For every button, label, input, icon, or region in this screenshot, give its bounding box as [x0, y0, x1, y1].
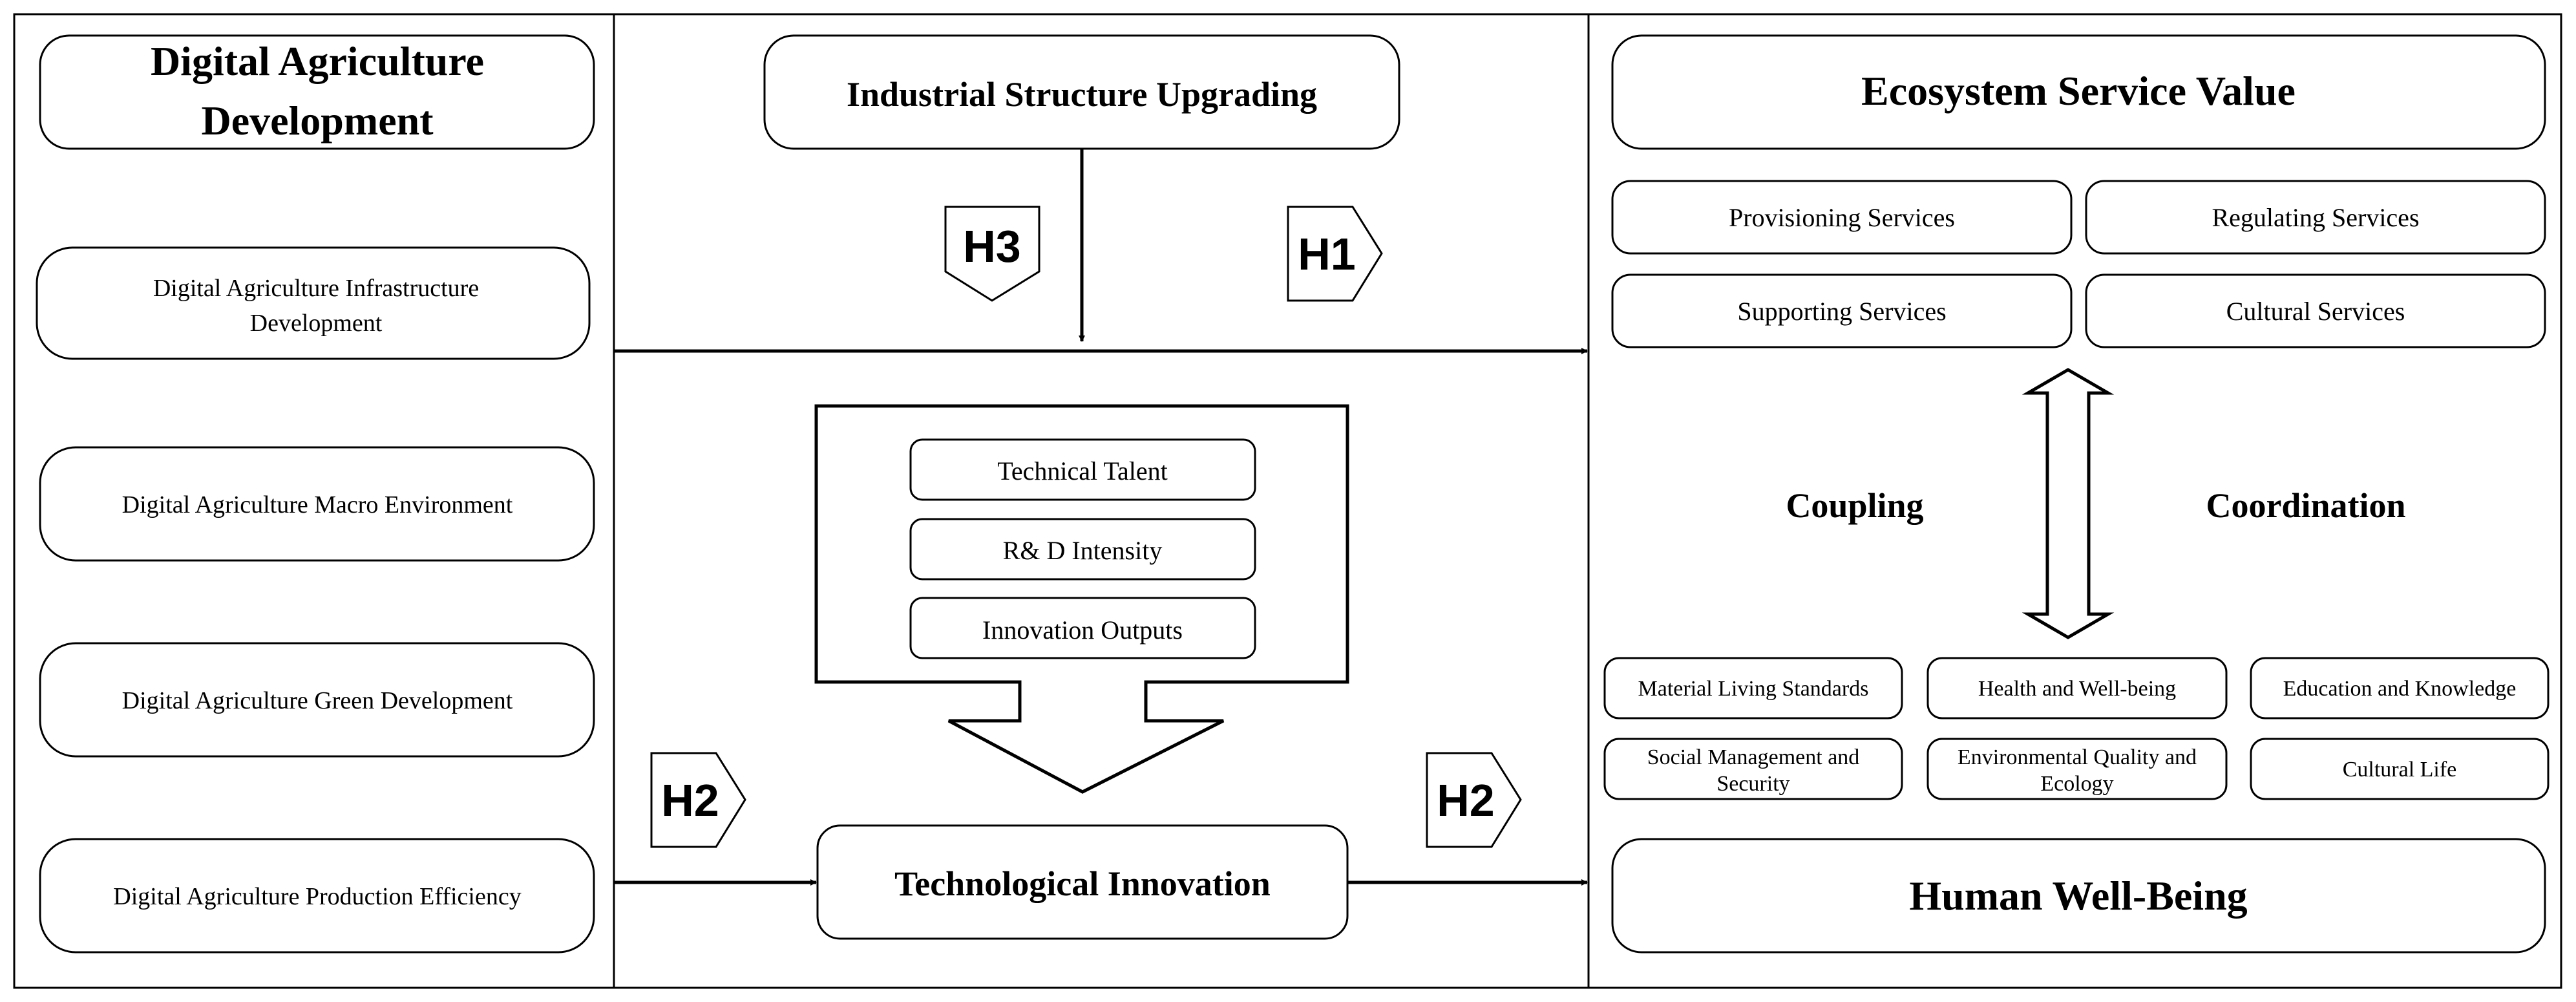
service-supporting: Supporting Services	[1611, 273, 2073, 348]
hwb-item-education: Education and Knowledge	[2250, 657, 2550, 720]
ecosystem-service-value-box: Ecosystem Service Value	[1611, 34, 2546, 150]
technological-innovation-box: Technological Innovation	[816, 824, 1349, 940]
factor-label: R& D Intensity	[1003, 536, 1163, 565]
h1-badge: H1	[1287, 206, 1383, 302]
esv-title: Ecosystem Service Value	[1861, 68, 2296, 114]
factor-innovation-outputs: Innovation Outputs	[909, 597, 1256, 659]
h3-badge: H3	[944, 206, 1040, 302]
hwb-item-label: Cultural Life	[2343, 758, 2457, 782]
digital-agriculture-development-box: Digital Agriculture Development	[39, 34, 595, 150]
service-label: Supporting Services	[1737, 297, 1946, 326]
factor-label: Technical Talent	[997, 456, 1168, 485]
hwb-item-cultural-life: Cultural Life	[2250, 738, 2550, 800]
h2-left-label: H2	[661, 775, 719, 826]
human-well-being-box: Human Well-Being	[1611, 838, 2546, 954]
hwb-item-label: Security	[1716, 772, 1789, 796]
dad-item-production-efficiency: Digital Agriculture Production Efficienc…	[39, 838, 595, 954]
h1-label: H1	[1298, 229, 1355, 279]
h3-label: H3	[963, 221, 1020, 272]
hwb-item-label: Environmental Quality and	[1958, 745, 2197, 769]
factor-technical-talent: Technical Talent	[909, 438, 1256, 501]
hwb-item-health: Health and Well-being	[1927, 657, 2228, 720]
coupling-label: Coupling	[1786, 486, 1923, 525]
outer-frame	[13, 13, 2562, 989]
h2-right-badge: H2	[1426, 752, 1522, 848]
mediator-label: Technological Innovation	[894, 864, 1271, 903]
middle-panel: Industrial Structure Upgrading H3 H1 Tec…	[614, 34, 1588, 940]
service-label: Cultural Services	[2226, 297, 2405, 326]
hwb-item-label: Social Management and	[1647, 745, 1860, 769]
service-label: Regulating Services	[2212, 203, 2419, 232]
service-regulating: Regulating Services	[2085, 180, 2546, 255]
h2-left-badge: H2	[650, 752, 746, 848]
hwb-item-material-living: Material Living Standards	[1603, 657, 1903, 720]
dad-item-label: Digital Agriculture Macro Environment	[122, 491, 513, 518]
dad-title-line2: Development	[201, 98, 434, 144]
dad-title-line1: Digital Agriculture	[151, 38, 484, 84]
hwb-item-social-management: Social Management and Security	[1603, 738, 1903, 800]
dad-item-label: Digital Agriculture Green Development	[122, 687, 513, 714]
service-label: Provisioning Services	[1729, 203, 1955, 232]
hwb-item-label: Education and Knowledge	[2283, 677, 2517, 701]
h2-right-label: H2	[1437, 775, 1494, 826]
hwb-item-label: Health and Well-being	[1978, 677, 2176, 701]
service-cultural: Cultural Services	[2085, 273, 2546, 348]
coordination-label: Coordination	[2206, 486, 2405, 525]
right-panel: Ecosystem Service Value Provisioning Ser…	[1603, 34, 2550, 954]
dad-item-label: Development	[250, 310, 383, 337]
industrial-structure-upgrading-box: Industrial Structure Upgrading	[763, 34, 1400, 150]
left-panel: Digital Agriculture Development Digital …	[36, 34, 595, 954]
factor-rd-intensity: R& D Intensity	[909, 518, 1256, 581]
dad-item-macro-environment: Digital Agriculture Macro Environment	[39, 446, 595, 562]
moderator-label: Industrial Structure Upgrading	[847, 75, 1317, 114]
service-provisioning: Provisioning Services	[1611, 180, 2073, 255]
hwb-item-label: Material Living Standards	[1638, 677, 1869, 701]
hwb-title: Human Well-Being	[1909, 873, 2247, 919]
dad-item-infrastructure: Digital Agriculture Infrastructure Devel…	[36, 246, 591, 360]
coupling-double-arrow	[2022, 368, 2115, 639]
hwb-item-label: Ecology	[2040, 772, 2113, 796]
hwb-item-environmental-quality: Environmental Quality and Ecology	[1927, 738, 2228, 800]
factor-label: Innovation Outputs	[982, 615, 1183, 645]
dad-item-green-development: Digital Agriculture Green Development	[39, 642, 595, 758]
dad-item-label: Digital Agriculture Production Efficienc…	[113, 883, 521, 910]
dad-item-label: Digital Agriculture Infrastructure	[153, 275, 479, 302]
